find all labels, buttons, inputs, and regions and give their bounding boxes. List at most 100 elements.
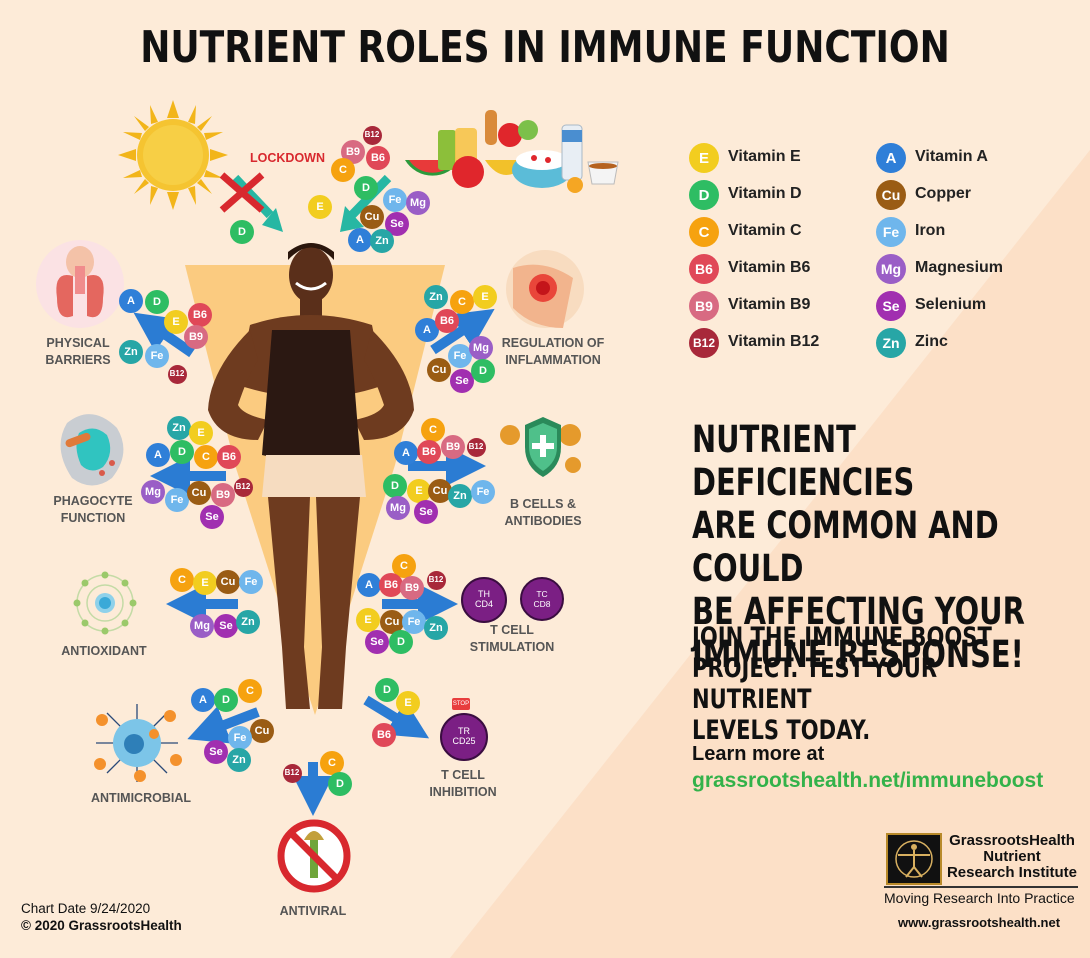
nutrient-badge-fe: Fe	[145, 344, 169, 368]
nutrient-badge-b9: B9	[400, 576, 424, 600]
legend-badge-c: C	[689, 217, 719, 247]
nutrient-badge-b6: B6	[372, 723, 396, 747]
tr-label: TR	[458, 726, 470, 736]
nutrient-badge-se: Se	[204, 740, 228, 764]
role-regulation-inflammation: REGULATION OF INFLAMMATION	[501, 336, 605, 367]
nutrient-badge-b6: B6	[417, 440, 441, 464]
nutrient-badge-mg: Mg	[406, 191, 430, 215]
legend-badge-fe: Fe	[876, 217, 906, 247]
call-to-action: JOIN THE IMMUNE BOOST PROJECT. TEST YOUR…	[692, 622, 992, 746]
antiviral-illustration	[277, 819, 351, 893]
role-antiviral: ANTIVIRAL	[279, 904, 347, 918]
nutrient-badge-zn: Zn	[119, 340, 143, 364]
nutrient-badge-e: E	[407, 479, 431, 503]
copyright: © 2020 GrassrootsHealth	[21, 918, 182, 933]
role-antimicrobial: ANTIMICROBIAL	[91, 791, 191, 805]
nutrient-badge-e: E	[308, 195, 332, 219]
legend-label-a: Vitamin A	[915, 148, 988, 165]
legend-label-c: Vitamin C	[728, 222, 802, 239]
nutrient-badge-d: D	[145, 290, 169, 314]
stop-sign-icon: STOP	[452, 698, 470, 710]
nutrient-badge-se: Se	[450, 369, 474, 393]
nutrient-badge-se: Se	[200, 505, 224, 529]
legend-label-fe: Iron	[915, 222, 946, 239]
nutrient-badge-e: E	[189, 421, 213, 445]
org-name: GrassrootsHealth Nutrient Research Insti…	[943, 833, 1081, 881]
nutrient-badge-e: E	[164, 310, 188, 334]
deficiency-message: NUTRIENT DEFICIENCIES ARE COMMON AND COU…	[692, 418, 1025, 676]
role-t-cell-stimulation: T CELL STIMULATION	[469, 623, 555, 654]
nutrient-badge-zn: Zn	[167, 416, 191, 440]
food-illustration	[405, 110, 619, 193]
th-label: TH	[478, 589, 490, 599]
legend-label-zn: Zinc	[915, 333, 948, 350]
nutrient-badge-c: C	[194, 445, 218, 469]
legend-badge-d: D	[689, 180, 719, 210]
nutrient-badge-c: C	[320, 751, 344, 775]
nutrient-badge-a: A	[191, 688, 215, 712]
t-cell-cd8: TC CD8	[520, 577, 564, 621]
page-title: NUTRIENT ROLES IN IMMUNE FUNCTION	[140, 22, 950, 73]
nutrient-badge-se: Se	[365, 630, 389, 654]
nutrient-badge-b12: B12	[167, 364, 187, 384]
nutrient-badge-zn: Zn	[227, 748, 251, 772]
nutrient-badge-zn: Zn	[370, 229, 394, 253]
legend-badge-cu: Cu	[876, 180, 906, 210]
nutrient-badge-zn: Zn	[424, 285, 448, 309]
nutrient-badge-b12: B12	[426, 570, 446, 590]
tc-label: TC	[536, 589, 548, 599]
nutrient-badge-mg: Mg	[469, 336, 493, 360]
legend-badge-b12: B12	[689, 328, 719, 358]
nutrient-badge-cu: Cu	[187, 481, 211, 505]
nutrient-badge-e: E	[396, 691, 420, 715]
nutrient-badge-e: E	[473, 285, 497, 309]
org-name-line2: Nutrient	[983, 848, 1041, 865]
nutrient-badge-a: A	[348, 228, 372, 252]
legend-badge-a: A	[876, 143, 906, 173]
antimicrobial-illustration	[94, 704, 182, 782]
antioxidant-illustration	[73, 571, 137, 635]
legend-badge-se: Se	[876, 291, 906, 321]
nutrient-badge-b6: B6	[379, 573, 403, 597]
nutrient-badge-zn: Zn	[448, 484, 472, 508]
org-website[interactable]: www.grassrootshealth.net	[898, 915, 1061, 930]
nutrient-badge-c: C	[170, 568, 194, 592]
nutrient-badge-b9: B9	[441, 435, 465, 459]
person-illustration	[185, 243, 445, 715]
nutrient-badge-d: D	[214, 688, 238, 712]
org-name-line3: Research Institute	[946, 864, 1078, 881]
nutrient-badge-d: D	[389, 630, 413, 654]
nutrient-badge-b6: B6	[366, 146, 390, 170]
immuneboost-link[interactable]: grassrootshealth.net/immuneboost	[692, 769, 1044, 792]
nutrient-badge-a: A	[394, 441, 418, 465]
nutrient-badge-zn: Zn	[236, 610, 260, 634]
legend-badge-e: E	[689, 143, 719, 173]
legend-label-b12: Vitamin B12	[728, 333, 820, 350]
nutrient-badge-d: D	[170, 440, 194, 464]
nutrient-badge-cu: Cu	[427, 358, 451, 382]
t-cell-cd25: TR CD25	[440, 713, 488, 761]
nutrient-badge-se: Se	[214, 614, 238, 638]
nutrient-badge-b6: B6	[217, 445, 241, 469]
nutrient-badge-e: E	[193, 571, 217, 595]
phagocyte-illustration	[60, 414, 124, 486]
legend-label-b6: Vitamin B6	[728, 259, 811, 276]
legend-badge-b9: B9	[689, 291, 719, 321]
org-tagline: Moving Research Into Practice	[884, 890, 1075, 906]
inflammation-illustration	[506, 250, 584, 328]
chart-date: Chart Date 9/24/2020	[21, 901, 151, 916]
cd8-label: CD8	[533, 599, 551, 609]
nutrient-badge-a: A	[146, 443, 170, 467]
nutrient-badge-fe: Fe	[239, 570, 263, 594]
nutrient-badge-fe: Fe	[448, 344, 472, 368]
nutrient-badge-a: A	[357, 573, 381, 597]
cd4-label: CD4	[474, 599, 493, 609]
role-t-cell-inhibition: T CELL INHIBITION	[429, 768, 497, 799]
nutrient-badge-fe: Fe	[383, 188, 407, 212]
nutrient-badge-b12: B12	[282, 763, 302, 783]
lockdown-label: LOCKDOWN	[250, 151, 325, 165]
legend-badge-mg: Mg	[876, 254, 906, 284]
nutrient-badge-d: D	[383, 474, 407, 498]
nutrient-badge-b12: B12	[233, 477, 253, 497]
